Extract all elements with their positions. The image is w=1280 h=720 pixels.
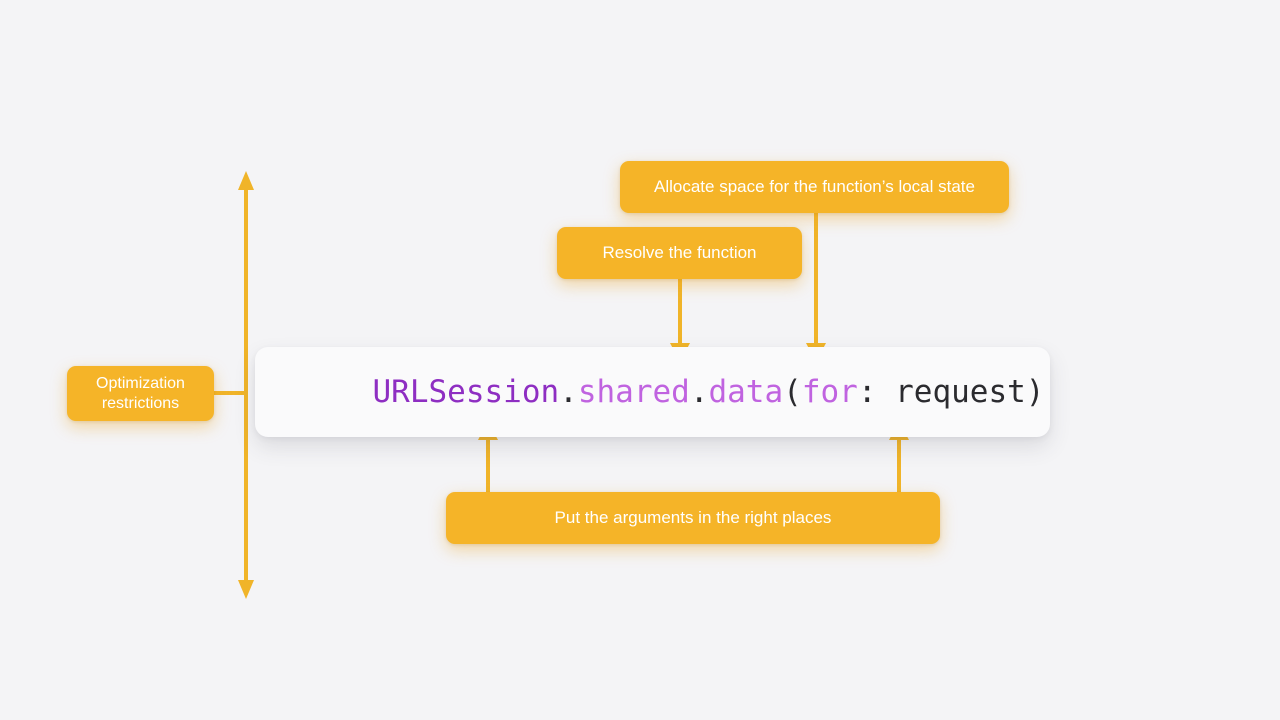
code-token-paren-close: )	[1025, 373, 1045, 410]
code-token-urlsession: URLSession	[372, 373, 560, 410]
callout-optimization-text: Optimization restrictions	[96, 374, 185, 414]
code-expression: URLSession.shared.data(for: request)	[261, 346, 1045, 439]
arrow-allocate-down	[806, 213, 826, 362]
code-token-paren-open: (	[783, 373, 802, 410]
code-token-dot-1: .	[559, 373, 578, 410]
callout-allocate-space: Allocate space for the function’s local …	[620, 161, 1009, 213]
callout-optimization-line-2: restrictions	[101, 394, 180, 412]
callout-optimization-restrictions: Optimization restrictions	[67, 366, 214, 421]
code-card: URLSession.shared.data(for: request)	[255, 347, 1050, 437]
callout-resolve-function: Resolve the function	[557, 227, 802, 279]
code-token-dot-2: .	[689, 373, 709, 410]
code-token-for: for	[801, 373, 858, 410]
callout-put-arguments: Put the arguments in the right places	[446, 492, 940, 544]
callout-optimization-line-1: Optimization	[96, 374, 185, 392]
span-arrow-optimization	[214, 171, 254, 599]
code-token-data: data	[708, 373, 784, 410]
code-token-colon: :	[857, 373, 896, 410]
code-token-shared: shared	[577, 373, 690, 410]
code-token-request: request	[895, 373, 1026, 410]
